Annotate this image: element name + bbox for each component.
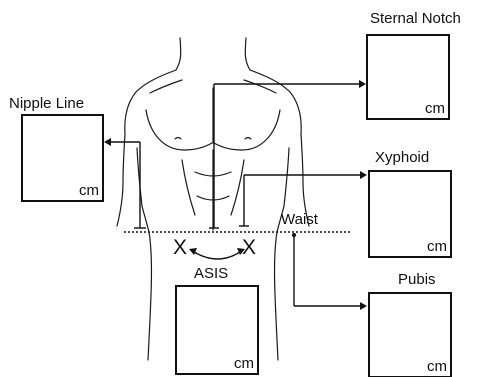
- left-hip-outline: [148, 240, 151, 360]
- asis-unit: cm: [234, 356, 254, 372]
- asis-right-marker: X: [242, 237, 256, 259]
- asis-arrowhead-left: [189, 248, 197, 255]
- nipple-line-arrowhead: [104, 138, 111, 146]
- xyphoid-arrowhead: [360, 171, 367, 179]
- asis-left-marker: X: [173, 237, 187, 259]
- pubis-box[interactable]: cm: [368, 292, 452, 377]
- right-inner-arm-outline: [284, 148, 289, 206]
- left-abs-side: [182, 160, 195, 215]
- left-clavicle: [150, 80, 182, 93]
- pubis-unit: cm: [427, 359, 447, 375]
- asis-curved-arrow: [194, 252, 240, 259]
- neck-left-outline: [176, 38, 181, 70]
- sternal-notch-box[interactable]: cm: [366, 34, 450, 120]
- asis-box[interactable]: cm: [175, 285, 259, 375]
- pubis-arrowhead: [360, 302, 367, 310]
- left-pectoral: [146, 110, 212, 150]
- pubis-label: Pubis: [398, 272, 436, 288]
- neck-right-outline: [245, 38, 250, 70]
- waist-label: Waist: [281, 212, 318, 228]
- asis-label: ASIS: [194, 266, 228, 282]
- left-waist-outline: [142, 206, 150, 240]
- xyphoid-unit: cm: [427, 239, 447, 255]
- left-nipple: [175, 138, 181, 140]
- right-hip-outline: [275, 240, 278, 360]
- nipple-line-label: Nipple Line: [9, 96, 84, 112]
- sternal-notch-arrowhead: [359, 80, 366, 88]
- sternal-notch-label: Sternal Notch: [370, 11, 461, 27]
- nipple-line-unit: cm: [79, 183, 99, 199]
- xyphoid-label: Xyphoid: [375, 150, 429, 166]
- right-clavicle: [244, 80, 276, 93]
- right-abs-side: [231, 160, 244, 215]
- right-nipple: [245, 138, 251, 140]
- right-pectoral: [214, 110, 280, 150]
- sternal-notch-unit: cm: [425, 101, 445, 117]
- nipple-line-box[interactable]: cm: [21, 114, 104, 202]
- pubis-start-dot: [292, 233, 296, 237]
- left-arm-outline: [117, 134, 125, 226]
- xyphoid-box[interactable]: cm: [368, 170, 452, 258]
